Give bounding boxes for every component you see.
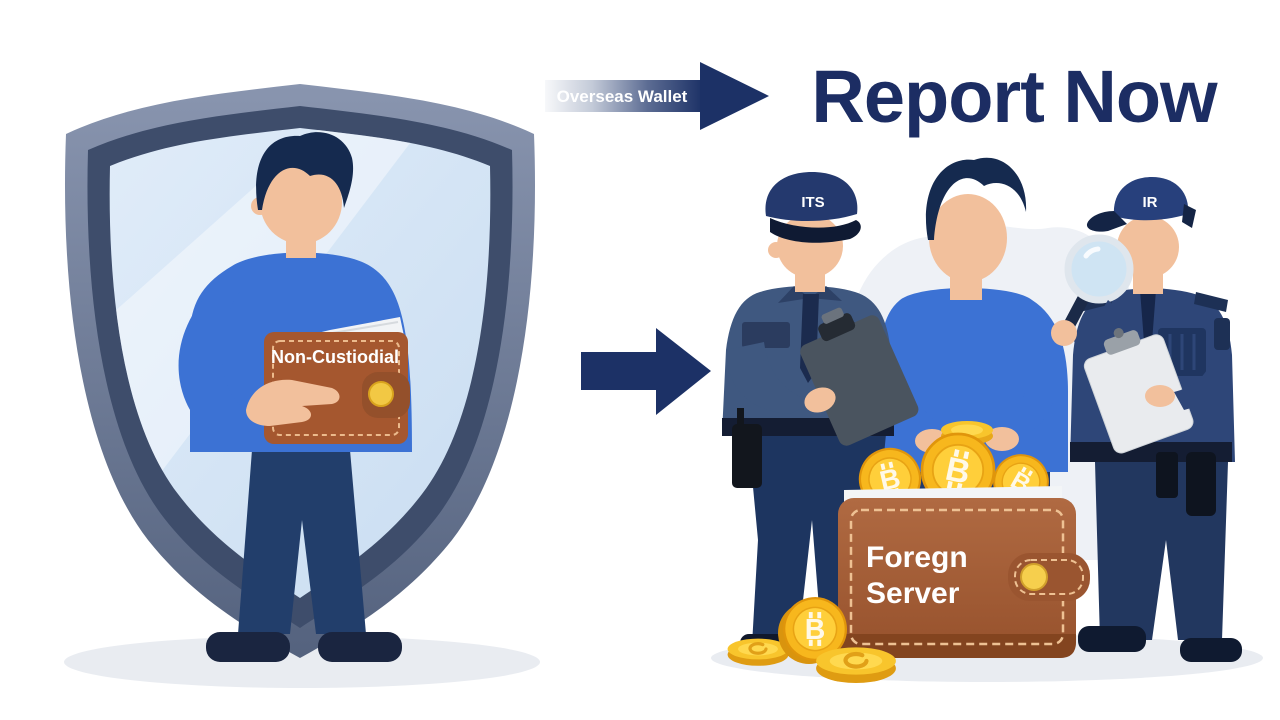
officer-left-ear [768, 242, 784, 258]
banner-arrow-icon [700, 62, 769, 130]
person-hair [256, 132, 354, 210]
officer-left-cap-label: ITS [801, 194, 824, 211]
taxpayer-face [929, 194, 1007, 282]
officer-right-arm-down [1174, 350, 1228, 410]
clipboard-dark [800, 307, 919, 446]
person-shoe-left [206, 632, 290, 662]
ground-coins [725, 591, 896, 683]
big-wallet-bottom [838, 634, 1076, 658]
big-wallet-button [1020, 563, 1048, 591]
officer-right-hand-down [1145, 385, 1175, 407]
wallet-label: Non-Custiodial [271, 347, 399, 367]
officer-left-radio [732, 424, 762, 488]
officer-right-cap: IR [1086, 177, 1196, 232]
officer-left-cap: ITS [765, 172, 861, 243]
officer-right-shoulder-patch [1214, 318, 1230, 350]
shield-person: Non-Custiodial [178, 132, 412, 662]
officer-right-shoe-b [1180, 638, 1242, 662]
flow-arrow-icon [581, 328, 711, 415]
report-now-headline: Report Now [811, 55, 1218, 138]
officer-left-hand [804, 387, 836, 413]
officer-left-arm [726, 342, 814, 414]
officer-right-shoe-a [1078, 626, 1146, 652]
person-shoe-right [318, 632, 402, 662]
big-wallet-label-line2: Server [866, 577, 960, 610]
person-legs [238, 450, 366, 634]
big-wallet-strap-stitch [1014, 559, 1084, 595]
banner-bar [545, 80, 703, 112]
big-wallet-body [838, 498, 1076, 658]
officer-right-hand-up [1051, 320, 1077, 346]
officer-right-arm-up [1070, 300, 1123, 354]
officer-left-face [777, 214, 843, 278]
irs-officer-left: ITS [722, 172, 919, 656]
officer-right-cap-label: IR [1143, 194, 1158, 211]
ground-flat-coin-left [725, 636, 791, 668]
taxpayer-right-sleeve [996, 360, 1057, 438]
taxpayer-hair [925, 157, 1027, 240]
person-left-sleeve [178, 288, 270, 434]
officer-right-holster [1186, 452, 1216, 516]
foreign-server-wallet: Foregn Server [838, 432, 1090, 658]
taxpayer-hand-right [985, 427, 1019, 451]
officer-left-collar [778, 286, 842, 303]
overseas-wallet-banner: Overseas Wallet [545, 62, 769, 130]
officer-right-belt-item [1156, 452, 1178, 498]
shield-scene: Non-Custiodial [64, 84, 540, 688]
ground-flat-coin-right [816, 647, 896, 683]
clipboard-light [1083, 328, 1194, 454]
person-hand [246, 379, 340, 426]
person-face [260, 160, 342, 244]
officer-right-tie [1140, 290, 1156, 342]
banner-label: Overseas Wallet [557, 87, 688, 106]
big-wallet-label-line1: Foregn [866, 541, 968, 574]
officer-left-pocket-a [742, 322, 790, 348]
shield-scene-shadow [64, 636, 540, 688]
wallet-button [368, 381, 394, 407]
officer-right-epaulette-b [1194, 292, 1228, 312]
irs-officer-right: IR [1051, 177, 1242, 662]
officer-left-radio-antenna [737, 408, 744, 426]
investigation-scene: ITS [711, 157, 1263, 683]
